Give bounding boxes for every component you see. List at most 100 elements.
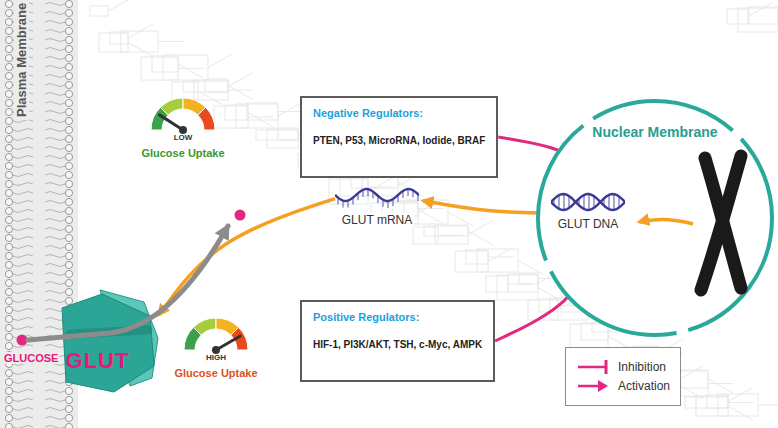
pathway-map-stroke bbox=[198, 91, 223, 105]
pathway-map-stroke bbox=[477, 249, 518, 272]
regulation-connector bbox=[423, 201, 551, 213]
activation-sample bbox=[598, 380, 608, 392]
pathway-map-stroke bbox=[581, 323, 608, 340]
lipid-tail bbox=[13, 75, 33, 78]
lipid-tail bbox=[13, 219, 33, 222]
lipid-tail bbox=[45, 318, 65, 321]
lipid-head bbox=[5, 387, 12, 394]
lipid-tail bbox=[45, 147, 65, 150]
lipid-head bbox=[5, 99, 12, 106]
lipid-tail bbox=[45, 165, 65, 168]
pathway-map-stroke bbox=[152, 56, 178, 72]
lipid-head bbox=[65, 162, 72, 169]
lipid-tail bbox=[13, 147, 33, 150]
pathway-map-stroke bbox=[738, 8, 778, 32]
lipid-head bbox=[5, 45, 12, 52]
lipid-head bbox=[5, 342, 12, 349]
gauge-icon bbox=[147, 92, 219, 134]
lipid-tail bbox=[45, 264, 65, 267]
lipid-head bbox=[65, 207, 72, 214]
lipid-head bbox=[5, 153, 12, 160]
gauge-segment bbox=[193, 318, 216, 335]
lipid-head bbox=[65, 234, 72, 241]
pathway-map-stroke bbox=[178, 68, 203, 69]
glucose-dot bbox=[17, 335, 28, 346]
pathway-map-stroke bbox=[236, 104, 278, 128]
lipid-head bbox=[65, 198, 72, 205]
lipid-head bbox=[65, 99, 72, 106]
pathway-map-stroke bbox=[696, 396, 728, 416]
lipid-head bbox=[65, 243, 72, 250]
transporter-label: GLUT bbox=[40, 288, 155, 374]
lipid-tail bbox=[45, 219, 65, 222]
lipid-head bbox=[5, 333, 12, 340]
lipid-head bbox=[5, 108, 12, 115]
lipid-head bbox=[5, 378, 12, 385]
lipid-head bbox=[65, 171, 72, 178]
pathway-map bbox=[90, 0, 778, 420]
dna-rung bbox=[563, 194, 564, 210]
pathway-map-stroke bbox=[141, 57, 178, 80]
lipid-tail bbox=[45, 345, 65, 348]
pathway-map-stroke bbox=[728, 388, 753, 402]
lipid-head bbox=[5, 0, 12, 7]
lipid-head bbox=[5, 351, 12, 358]
lipid-head bbox=[5, 27, 12, 34]
legend-swatch bbox=[576, 359, 610, 375]
pathway-map-stroke bbox=[368, 187, 393, 188]
lipid-tail bbox=[13, 30, 33, 33]
nucleus-heading: Nuclear Membrane bbox=[535, 124, 775, 140]
lipid-tail bbox=[13, 309, 33, 312]
lipid-tail bbox=[13, 318, 33, 321]
legend-swatch bbox=[576, 378, 610, 394]
lipid-head bbox=[5, 405, 12, 412]
pathway-map-stroke bbox=[466, 250, 488, 264]
lipid-tail bbox=[45, 192, 65, 195]
lipid-head bbox=[65, 0, 72, 7]
pathway-map-stroke bbox=[678, 385, 703, 399]
lipid-head bbox=[65, 225, 72, 232]
lipid-tail bbox=[13, 372, 33, 375]
legend-text: Inhibition bbox=[618, 360, 666, 374]
pathway-map-stroke bbox=[518, 261, 543, 275]
lipid-tail bbox=[13, 48, 33, 51]
lipid-head bbox=[5, 207, 12, 214]
dna-node: GLUT DNA bbox=[551, 190, 625, 232]
lipid-head bbox=[5, 324, 12, 331]
lipid-head bbox=[65, 18, 72, 25]
glucose-dot bbox=[235, 210, 246, 221]
lipid-head bbox=[5, 9, 12, 16]
lipid-tail bbox=[13, 120, 33, 123]
gauge-level: HIGH bbox=[170, 353, 262, 363]
lipid-tail bbox=[45, 201, 65, 204]
dna-rung bbox=[608, 195, 609, 209]
lipid-tail bbox=[45, 237, 65, 240]
lipid-tail bbox=[13, 138, 33, 141]
uptake-gauge: LOWGlucose Uptake bbox=[137, 92, 229, 161]
lipid-head bbox=[65, 216, 72, 223]
box-body: PTEN, P53, MicroRNA, Iodide, BRAF bbox=[313, 135, 485, 146]
lipid-tail bbox=[13, 381, 33, 384]
lipid-head bbox=[65, 126, 72, 133]
pathway-map-stroke bbox=[758, 405, 778, 406]
pathway-map-stroke bbox=[128, 43, 153, 57]
lipid-tail bbox=[13, 12, 33, 15]
lipid-tail bbox=[13, 300, 33, 303]
gauge-pivot bbox=[179, 126, 187, 134]
lipid-head bbox=[5, 279, 12, 286]
dna-rung bbox=[588, 194, 589, 210]
pathway-map-stroke bbox=[497, 275, 538, 300]
lipid-head bbox=[65, 81, 72, 88]
lipid-head bbox=[5, 171, 12, 178]
lipid-head bbox=[5, 423, 12, 428]
lipid-tail bbox=[13, 426, 33, 428]
lipid-tail bbox=[13, 66, 33, 69]
gauge-needle bbox=[159, 115, 183, 130]
box-body: HIF-1, PI3K/AKT, TSH, c-Myc, AMPK bbox=[313, 339, 482, 350]
lipid-head bbox=[65, 27, 72, 34]
lipid-head bbox=[65, 45, 72, 52]
lipid-tail bbox=[45, 291, 65, 294]
transporter-channel bbox=[70, 330, 148, 334]
lipid-tail bbox=[13, 345, 33, 348]
chromosome bbox=[701, 156, 741, 290]
